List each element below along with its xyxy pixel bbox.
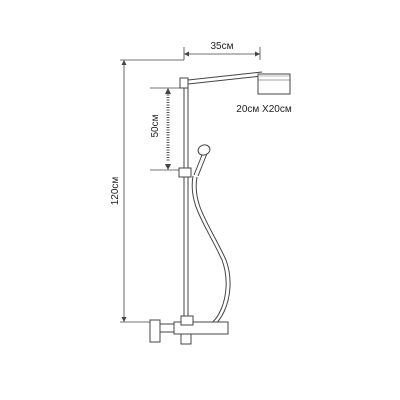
total-height-dimension: 120см	[110, 59, 184, 323]
slide-height-arrow-bottom	[165, 164, 171, 170]
arm-width-dimension: 35см	[183, 41, 261, 60]
hand-shower-head	[197, 144, 211, 156]
arm-connector	[179, 77, 189, 89]
total-height-arrow-bottom	[121, 317, 127, 322]
head-body	[257, 73, 291, 95]
mixer-valve	[149, 315, 229, 345]
riser-pole	[183, 80, 189, 318]
slide-height-dimension: 50см	[150, 87, 180, 171]
shower-hose	[184, 175, 231, 332]
arm-bottom-edge	[187, 75, 263, 85]
rain-shower-head: 20см X20см	[236, 73, 292, 115]
slide-holder	[178, 167, 192, 178]
shower-arm	[179, 71, 263, 89]
head-size-label: 20см X20см	[236, 104, 292, 115]
hose-line-2	[184, 176, 231, 332]
arm-width-label: 35см	[211, 41, 234, 52]
arm-width-arrow-left	[184, 51, 189, 57]
total-height-label: 120см	[110, 177, 121, 206]
hand-shower-handle-edge-2	[197, 150, 209, 177]
total-height-arrow-top	[121, 60, 127, 65]
slide-height-label: 50см	[150, 114, 161, 137]
diverter-block	[180, 315, 194, 326]
slide-height-arrow-top	[165, 88, 171, 94]
hose-outlet	[180, 333, 192, 345]
arm-top-edge	[187, 71, 263, 81]
slide-holder-block	[178, 167, 192, 178]
hand-shower	[193, 144, 211, 177]
wall-mount	[149, 319, 161, 343]
hose-line-1	[187, 175, 227, 328]
arm-width-arrow-right	[255, 51, 260, 57]
